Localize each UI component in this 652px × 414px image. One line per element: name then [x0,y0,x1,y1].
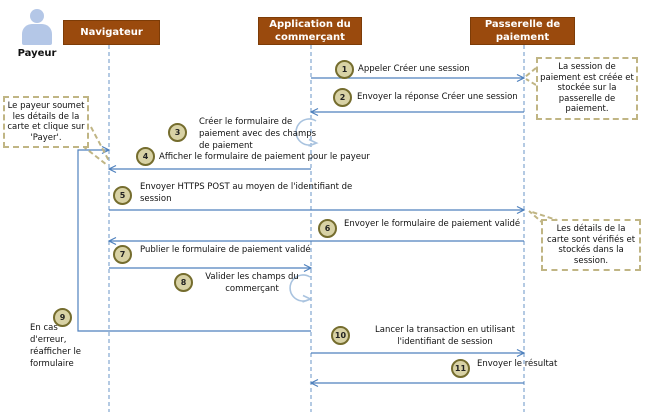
note-1-tail [90,126,110,162]
message-5-arrowhead [516,205,526,215]
step-circle-2: 2 [333,88,352,107]
message-8-self-loop [289,274,311,302]
message-5-label: Envoyer HTTPS POST au moyen de l'identif… [140,182,353,204]
message-10-arrowhead [516,348,526,358]
lifeline-header-passerelle: Passerelle de paiement [470,17,575,45]
message-8-label: Valider les champs du commerçant [205,272,299,294]
message-11-label: Envoyer le résultat [477,359,558,369]
step-circle-9: 9 [53,308,72,327]
lifeline-header-label: Navigateur [80,27,143,38]
message-8-loop-arrowhead [302,294,313,303]
message-6-label: Envoyer le formulaire de paiement validé [344,219,521,229]
actor-label: Payeur [17,48,57,59]
person-icon [22,24,52,45]
step-circle-11: 11 [451,359,470,378]
message-2-label: Envoyer la réponse Créer une session [357,92,518,102]
message-3-self-loop [295,118,317,146]
step-circle-1: 1 [335,60,354,79]
lifeline-header-application: Application du commerçant [258,17,362,45]
message-7-arrowhead [303,263,313,273]
message-11-arrowhead [309,378,319,388]
step-circle-4: 4 [136,147,155,166]
step-circle-10: 10 [331,326,350,345]
step-circle-7: 7 [113,245,132,264]
note-card-verified: Les détails de la carte sont vérifiés et… [541,219,641,271]
note-payer-submits: Le payeur soumet les détails de la carte… [3,96,89,148]
person-icon [30,9,44,23]
message-4-arrowhead [107,164,117,174]
message-9-line [77,149,311,332]
lifeline-header-navigateur: Navigateur [63,20,160,45]
step-circle-8: 8 [174,273,193,292]
note-2-tail [525,78,537,86]
message-1-label: Appeler Créer une session [358,64,470,74]
step-circle-3: 3 [168,123,187,142]
step-circle-6: 6 [318,219,337,238]
message-9-label: En cas d'erreur, réafficher le formulair… [30,323,82,369]
message-3-label: Créer le formulaire de paiement avec des… [199,117,317,151]
note-2-tail [524,67,537,78]
message-2-arrowhead [309,107,319,117]
message-10-label: Lancer la transaction en utilisant l'ide… [375,325,515,347]
step-circle-5: 5 [113,186,132,205]
message-1-arrowhead [516,73,526,83]
lifeline-header-label: Passerelle de paiement [484,19,561,43]
message-4-label: Afficher le formulaire de paiement pour … [159,152,370,162]
lifeline-header-label: Application du commerçant [269,19,351,43]
message-7-label: Publier le formulaire de paiement validé [140,245,311,255]
message-3-loop-arrowhead [308,138,319,147]
message-6-arrowhead [107,236,117,246]
note-session-created: La session de paiement est créée et stoc… [536,57,638,120]
